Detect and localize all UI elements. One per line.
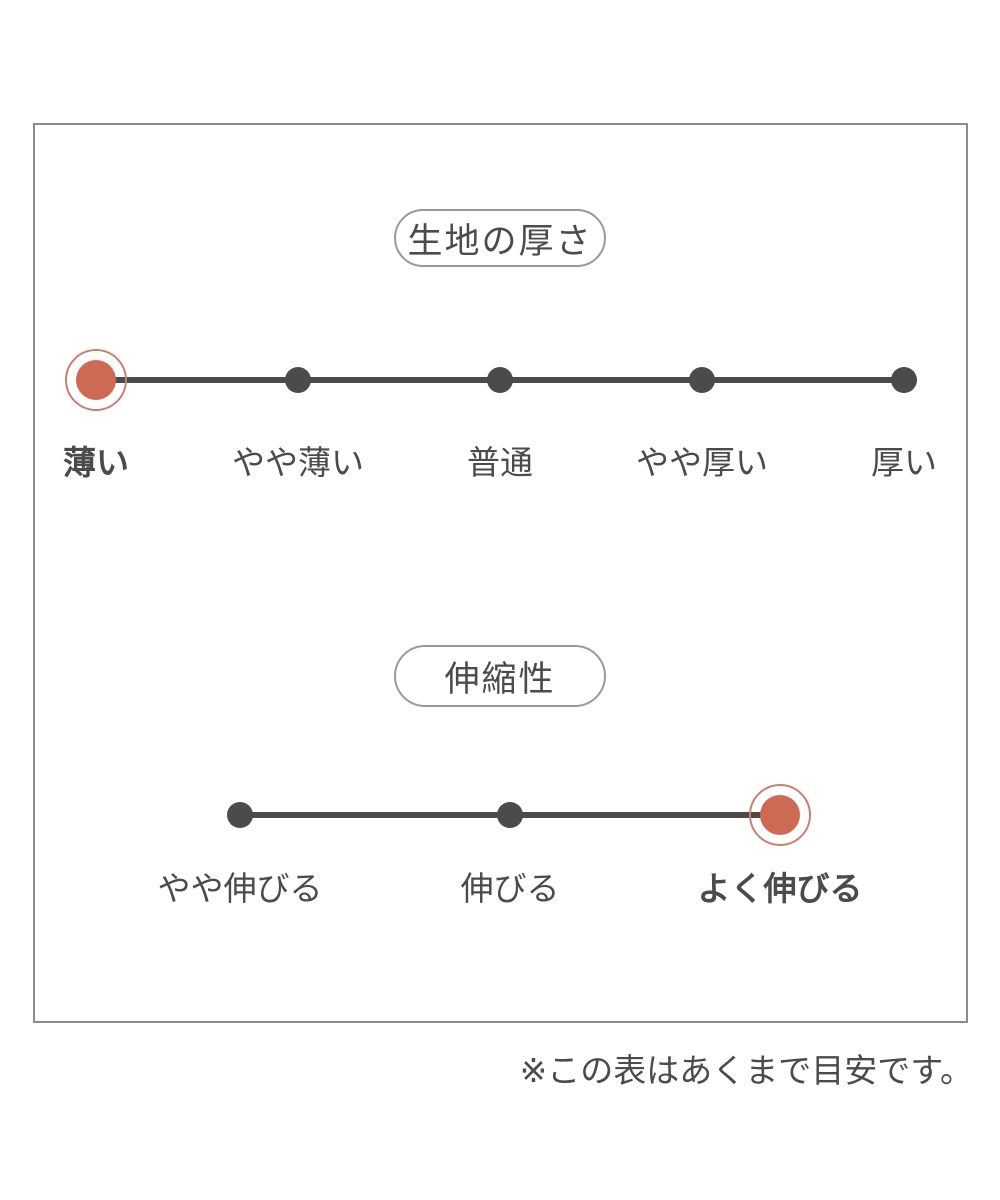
scale-dot-icon <box>760 795 800 835</box>
thickness-title-pill: 生地の厚さ <box>394 209 606 267</box>
selected-ring-icon <box>749 784 811 846</box>
scale-dot-icon <box>227 802 253 828</box>
scale-dot-icon <box>76 360 116 400</box>
stretch-label-2: 伸びる <box>460 870 560 907</box>
scale-dot-icon <box>497 802 523 828</box>
thickness-label-5: 厚い <box>871 444 937 481</box>
stretch-label-1: やや伸びる <box>157 870 323 907</box>
scale-dot-icon <box>487 367 513 393</box>
thickness-title: 生地の厚さ <box>407 221 593 261</box>
disclaimer-note: ※この表はあくまで目安です。 <box>519 1052 973 1089</box>
scale-dot-icon <box>689 367 715 393</box>
thickness-label-4: やや厚い <box>636 444 768 481</box>
selected-ring-icon <box>65 349 127 411</box>
scale-dot-icon <box>891 367 917 393</box>
thickness-label-1: 薄い <box>63 444 129 481</box>
stretch-label-3: よく伸びる <box>697 870 863 907</box>
scale-dot-icon <box>285 367 311 393</box>
chart-frame <box>33 123 968 1023</box>
stretch-title-pill: 伸縮性 <box>394 645 606 707</box>
thickness-label-2: やや薄い <box>232 444 364 481</box>
stretch-title: 伸縮性 <box>444 659 556 699</box>
thickness-label-3: 普通 <box>467 444 533 481</box>
